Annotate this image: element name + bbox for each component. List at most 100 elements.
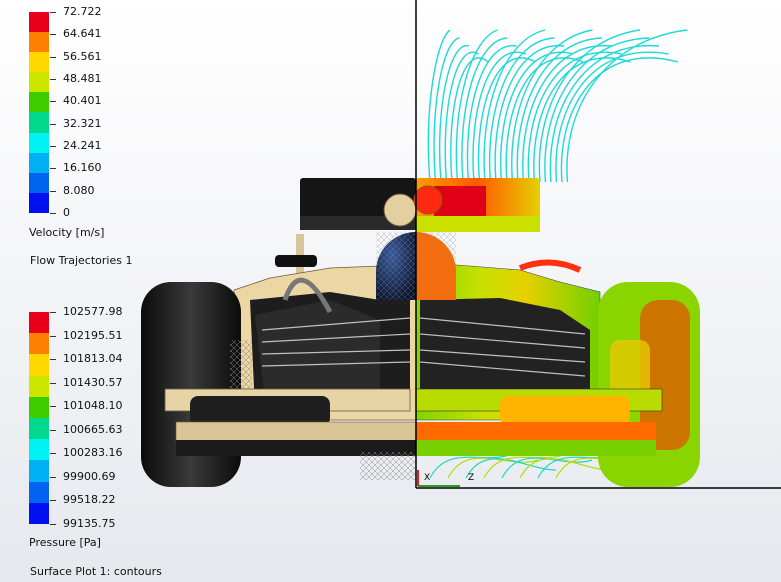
surface-plot-label: Surface Plot 1: contours [30,565,162,578]
left-front-tire [141,282,241,487]
pressure-tick-mark [50,453,56,455]
pressure-tick-label: 102577.98 [63,305,123,318]
pressure-tick-mark [50,359,56,361]
velocity-tick-mark [50,79,56,80]
velocity-tick-label: 32.321 [63,116,102,130]
velocity-color-swatch [29,52,49,73]
velocity-color-swatch [29,12,49,33]
flow-trajectory-line [501,457,593,479]
velocity-color-swatch [29,152,49,173]
flow-trajectory-line [438,45,470,183]
pressure-color-swatch [29,481,49,503]
pressure-color-swatch [29,312,49,334]
velocity-tick-label: 48.481 [63,72,102,85]
velocity-color-swatch [29,92,49,113]
velocity-color-swatch [29,32,49,53]
flow-trajectory-line [461,37,508,183]
flow-trajectory-line [465,458,557,479]
flow-trajectory-line [516,37,603,183]
pressure-color-swatch [29,354,49,376]
flow-trajectory-lines [427,29,688,479]
car-model-left-half [141,178,417,487]
pressure-tick-label: 99518.22 [63,493,116,507]
velocity-legend-title: Velocity [m/s] [29,226,105,239]
pressure-tick-mark [50,312,56,313]
pressure-tick-mark [50,476,56,478]
flow-trajectory-line [488,37,555,183]
velocity-tick-mark [50,146,56,147]
velocity-color-bar [29,12,49,213]
velocity-tick-mark [50,56,56,58]
velocity-tick-label: 72.722 [63,5,102,18]
flow-trajectory-line [483,29,546,183]
flow-trajectory-line [527,51,622,183]
pressure-tick-mark [50,406,56,408]
pressure-color-swatch [29,375,49,397]
flow-trajectory-line [566,29,688,183]
pressure-legend-title: Pressure [Pa] [29,536,101,549]
velocity-tick-label: 56.561 [63,49,102,63]
flow-trajectory-line [466,45,517,183]
flow-trajectory-line [427,29,451,183]
velocity-tick-mark [50,190,56,192]
velocity-tick-label: 40.401 [63,94,102,108]
flow-trajectory-line [477,57,536,183]
flow-trajectory-line [444,51,479,183]
velocity-tick-mark [50,168,56,170]
velocity-tick-label: 24.241 [63,139,102,152]
coordinate-triad: X Z [417,470,474,487]
velocity-tick-mark [50,101,56,103]
flow-trajectory-line [447,457,539,479]
pressure-tick-mark [50,524,56,525]
pressure-tick-mark [50,500,56,502]
flow-trajectory-line [533,57,631,183]
car-model-right-half-contours [413,178,700,487]
pressure-color-bar [29,312,49,524]
pressure-color-swatch [29,502,49,524]
flow-trajectory-line [450,57,489,183]
velocity-color-swatch [29,192,49,213]
flow-trajectory-line [500,51,574,183]
pressure-tick-label: 99135.75 [63,517,116,530]
velocity-tick-label: 64.641 [63,27,102,41]
pressure-tick-label: 101430.57 [63,375,123,389]
pressure-tick-label: 99900.69 [63,469,116,483]
pressure-tick-mark [50,429,56,431]
flow-trajectory-line [560,57,679,183]
flow-trajectory-line [538,29,641,183]
pressure-tick-mark [50,335,56,337]
velocity-tick-mark [50,123,56,125]
flow-trajectory-line [511,29,593,183]
flow-trajectory-line [555,51,669,183]
flow-trajectory-line [494,45,565,183]
velocity-tick-mark [50,12,56,13]
pressure-color-swatch [29,460,49,482]
axis-x-label: X [424,473,430,483]
flow-trajectory-line [455,29,498,183]
velocity-tick-label: 0 [63,206,70,219]
flow-trajectory-line [522,45,612,183]
velocity-tick-mark [50,213,56,214]
pressure-color-swatch [29,417,49,440]
pressure-color-swatch [29,439,49,461]
flow-trajectories-label: Flow Trajectories 1 [30,254,133,267]
axis-z-label: Z [468,473,474,483]
velocity-tick-mark [50,34,56,36]
pressure-tick-label: 101813.04 [63,352,123,366]
velocity-tick-label: 16.160 [63,161,102,175]
velocity-color-swatch [29,132,49,153]
pressure-color-swatch [29,333,49,355]
pressure-color-swatch [29,396,49,418]
flow-trajectory-line [519,458,611,479]
velocity-tick-label: 8.080 [63,183,95,197]
pressure-tick-label: 100665.63 [63,422,123,436]
pressure-tick-mark [50,382,56,384]
velocity-color-swatch [29,72,49,93]
velocity-color-swatch [29,172,49,193]
flow-trajectory-line [544,37,650,183]
pressure-tick-label: 101048.10 [63,399,123,413]
pressure-tick-label: 100283.16 [63,446,123,460]
flow-trajectory-line [433,37,460,183]
